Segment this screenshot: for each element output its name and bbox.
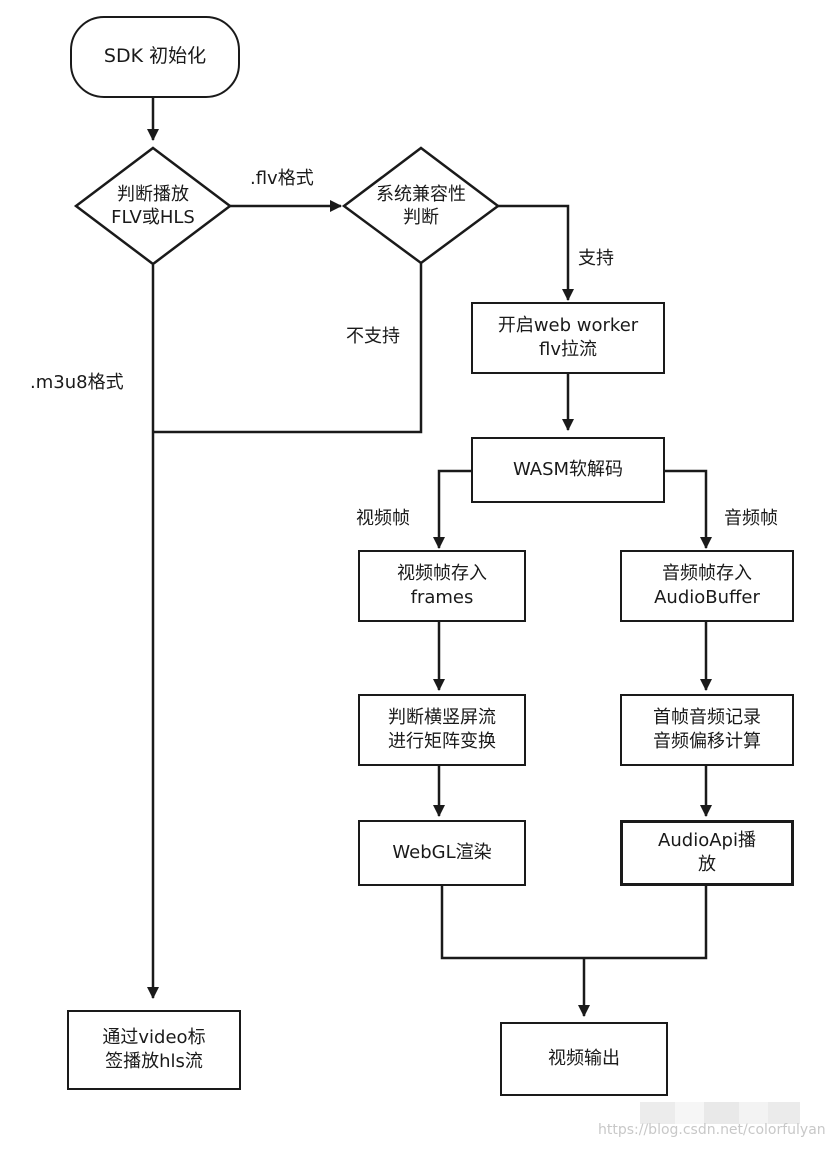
audio-offset-node: 首帧音频记录 音频偏移计算 <box>620 694 794 766</box>
video-output-node: 视频输出 <box>500 1022 668 1096</box>
video-frames-store-node: 视频帧存入 frames <box>358 550 526 622</box>
audio-api-play-label: AudioApi播 放 <box>658 829 756 875</box>
audio-frames-store-label: 音频帧存入 AudioBuffer <box>654 562 760 608</box>
sdk-init-node: SDK 初始化 <box>70 16 240 98</box>
audio-api-play-node: AudioApi播 放 <box>620 820 794 886</box>
not-supported-label: 不支持 <box>346 326 400 347</box>
watermark-blur <box>640 1102 800 1124</box>
matrix-transform-node: 判断横竖屏流 进行矩阵变换 <box>358 694 526 766</box>
edge-wasm-to-video-frames <box>433 469 472 549</box>
compat-check-diamond <box>341 146 501 265</box>
compat-check-label: 系统兼容性 判断 <box>376 183 466 228</box>
video-output-label: 视频输出 <box>548 1047 620 1069</box>
video-tag-play-label: 通过video标 签播放hls流 <box>102 1026 206 1072</box>
flv-format-label: .flv格式 <box>250 168 314 189</box>
sdk-init-label: SDK 初始化 <box>103 45 207 68</box>
supported-label: 支持 <box>578 248 614 269</box>
wasm-decode-node: WASM软解码 <box>471 437 665 503</box>
video-tag-play-node: 通过video标 签播放hls流 <box>67 1010 241 1090</box>
webgl-render-node: WebGL渲染 <box>358 820 526 886</box>
webgl-render-label: WebGL渲染 <box>392 841 492 863</box>
video-frame-label: 视频帧 <box>356 508 410 529</box>
judge-format-diamond <box>73 146 233 266</box>
edge-wasm-to-audio-frames <box>664 469 712 549</box>
web-worker-label: 开启web worker flv拉流 <box>497 314 639 360</box>
wasm-decode-label: WASM软解码 <box>512 458 624 480</box>
matrix-transform-label: 判断横竖屏流 进行矩阵变换 <box>388 706 496 752</box>
edge-webgl-to-merge <box>440 886 708 960</box>
m3u8-format-label: .m3u8格式 <box>30 372 124 393</box>
audio-frame-label: 音频帧 <box>724 508 778 529</box>
web-worker-node: 开启web worker flv拉流 <box>471 302 665 374</box>
audio-frames-store-node: 音频帧存入 AudioBuffer <box>620 550 794 622</box>
judge-format-label: 判断播放 FLV或HLS <box>111 183 195 228</box>
audio-offset-label: 首帧音频记录 音频偏移计算 <box>653 706 761 752</box>
watermark-text: https://blog.csdn.net/colorfulyan <box>598 1122 826 1138</box>
edge-compat-to-worker <box>498 204 574 301</box>
edge-compat-not-supported <box>153 263 423 434</box>
video-frames-store-label: 视频帧存入 frames <box>397 562 487 608</box>
